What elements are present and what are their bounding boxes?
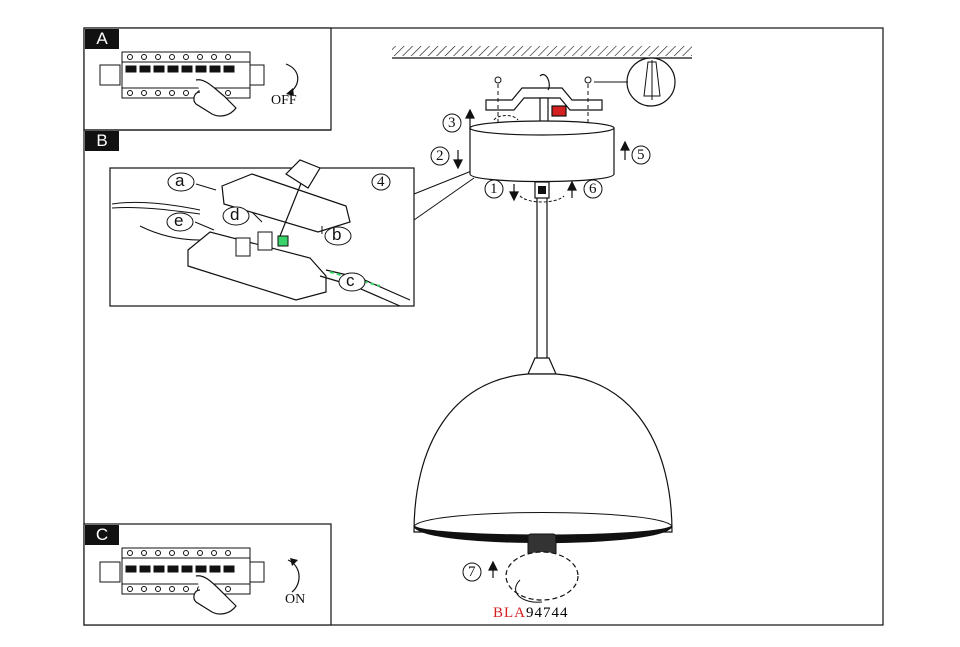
step-6-label: 6 [589, 181, 597, 197]
panel-a [83, 27, 332, 131]
step-1-label: 1 [490, 181, 498, 197]
ceiling [392, 46, 692, 56]
step-2-label: 2 [436, 148, 444, 164]
step-7-label: 7 [468, 564, 476, 580]
letter-b: b [332, 225, 342, 244]
outer-frame [83, 27, 884, 626]
lamp-shade [413, 373, 673, 544]
letter-d: d [230, 205, 240, 224]
letter-e: e [174, 211, 184, 230]
inset-step-label: 4 [377, 174, 385, 190]
step-bubble-7 [462, 562, 482, 582]
light-bulb-icon [505, 533, 579, 603]
bracket-clamp-red [551, 105, 567, 117]
letter-bubble-b [324, 226, 352, 246]
screwdriver-icon [285, 159, 321, 189]
step-3-label: 3 [448, 115, 456, 131]
step-5-label: 5 [637, 147, 645, 163]
hand-icon [193, 575, 237, 615]
step-bubble-5 [631, 145, 651, 165]
panel-b-inset [109, 159, 475, 307]
letter-bubble-e [166, 212, 194, 232]
letter-bubble-d [222, 206, 250, 226]
wall-plug-icon [594, 57, 676, 107]
step-bubble-2 [430, 146, 450, 166]
on-label: ON [285, 592, 306, 607]
panel-b-tag: B [85, 131, 119, 151]
step-bubble-1 [484, 179, 504, 199]
off-label: OFF [271, 93, 297, 108]
screw-icon [494, 76, 592, 132]
letter-bubble-a [167, 172, 195, 192]
panel-c-tag: C [85, 525, 119, 545]
panel-c [83, 523, 332, 626]
step-bubble-3 [442, 113, 462, 133]
letter-a: a [175, 171, 185, 190]
suspension-cable [536, 198, 548, 358]
panel-a-tag: A [85, 29, 119, 49]
letter-bubble-c [338, 272, 366, 292]
breaker-strip-icon [99, 51, 265, 99]
model-prefix: BLA [493, 605, 526, 621]
breaker-strip-icon [99, 547, 265, 595]
canopy [469, 120, 615, 183]
letter-c: c [346, 271, 355, 290]
inset-step-bubble [371, 173, 391, 191]
hand-icon [193, 79, 237, 117]
wire-terminal-highlight [277, 235, 289, 247]
mounting-bracket [485, 87, 603, 127]
step-bubble-6 [583, 179, 603, 199]
model-number: 94744 [526, 605, 569, 621]
model-code: BLA94744 [493, 605, 569, 622]
